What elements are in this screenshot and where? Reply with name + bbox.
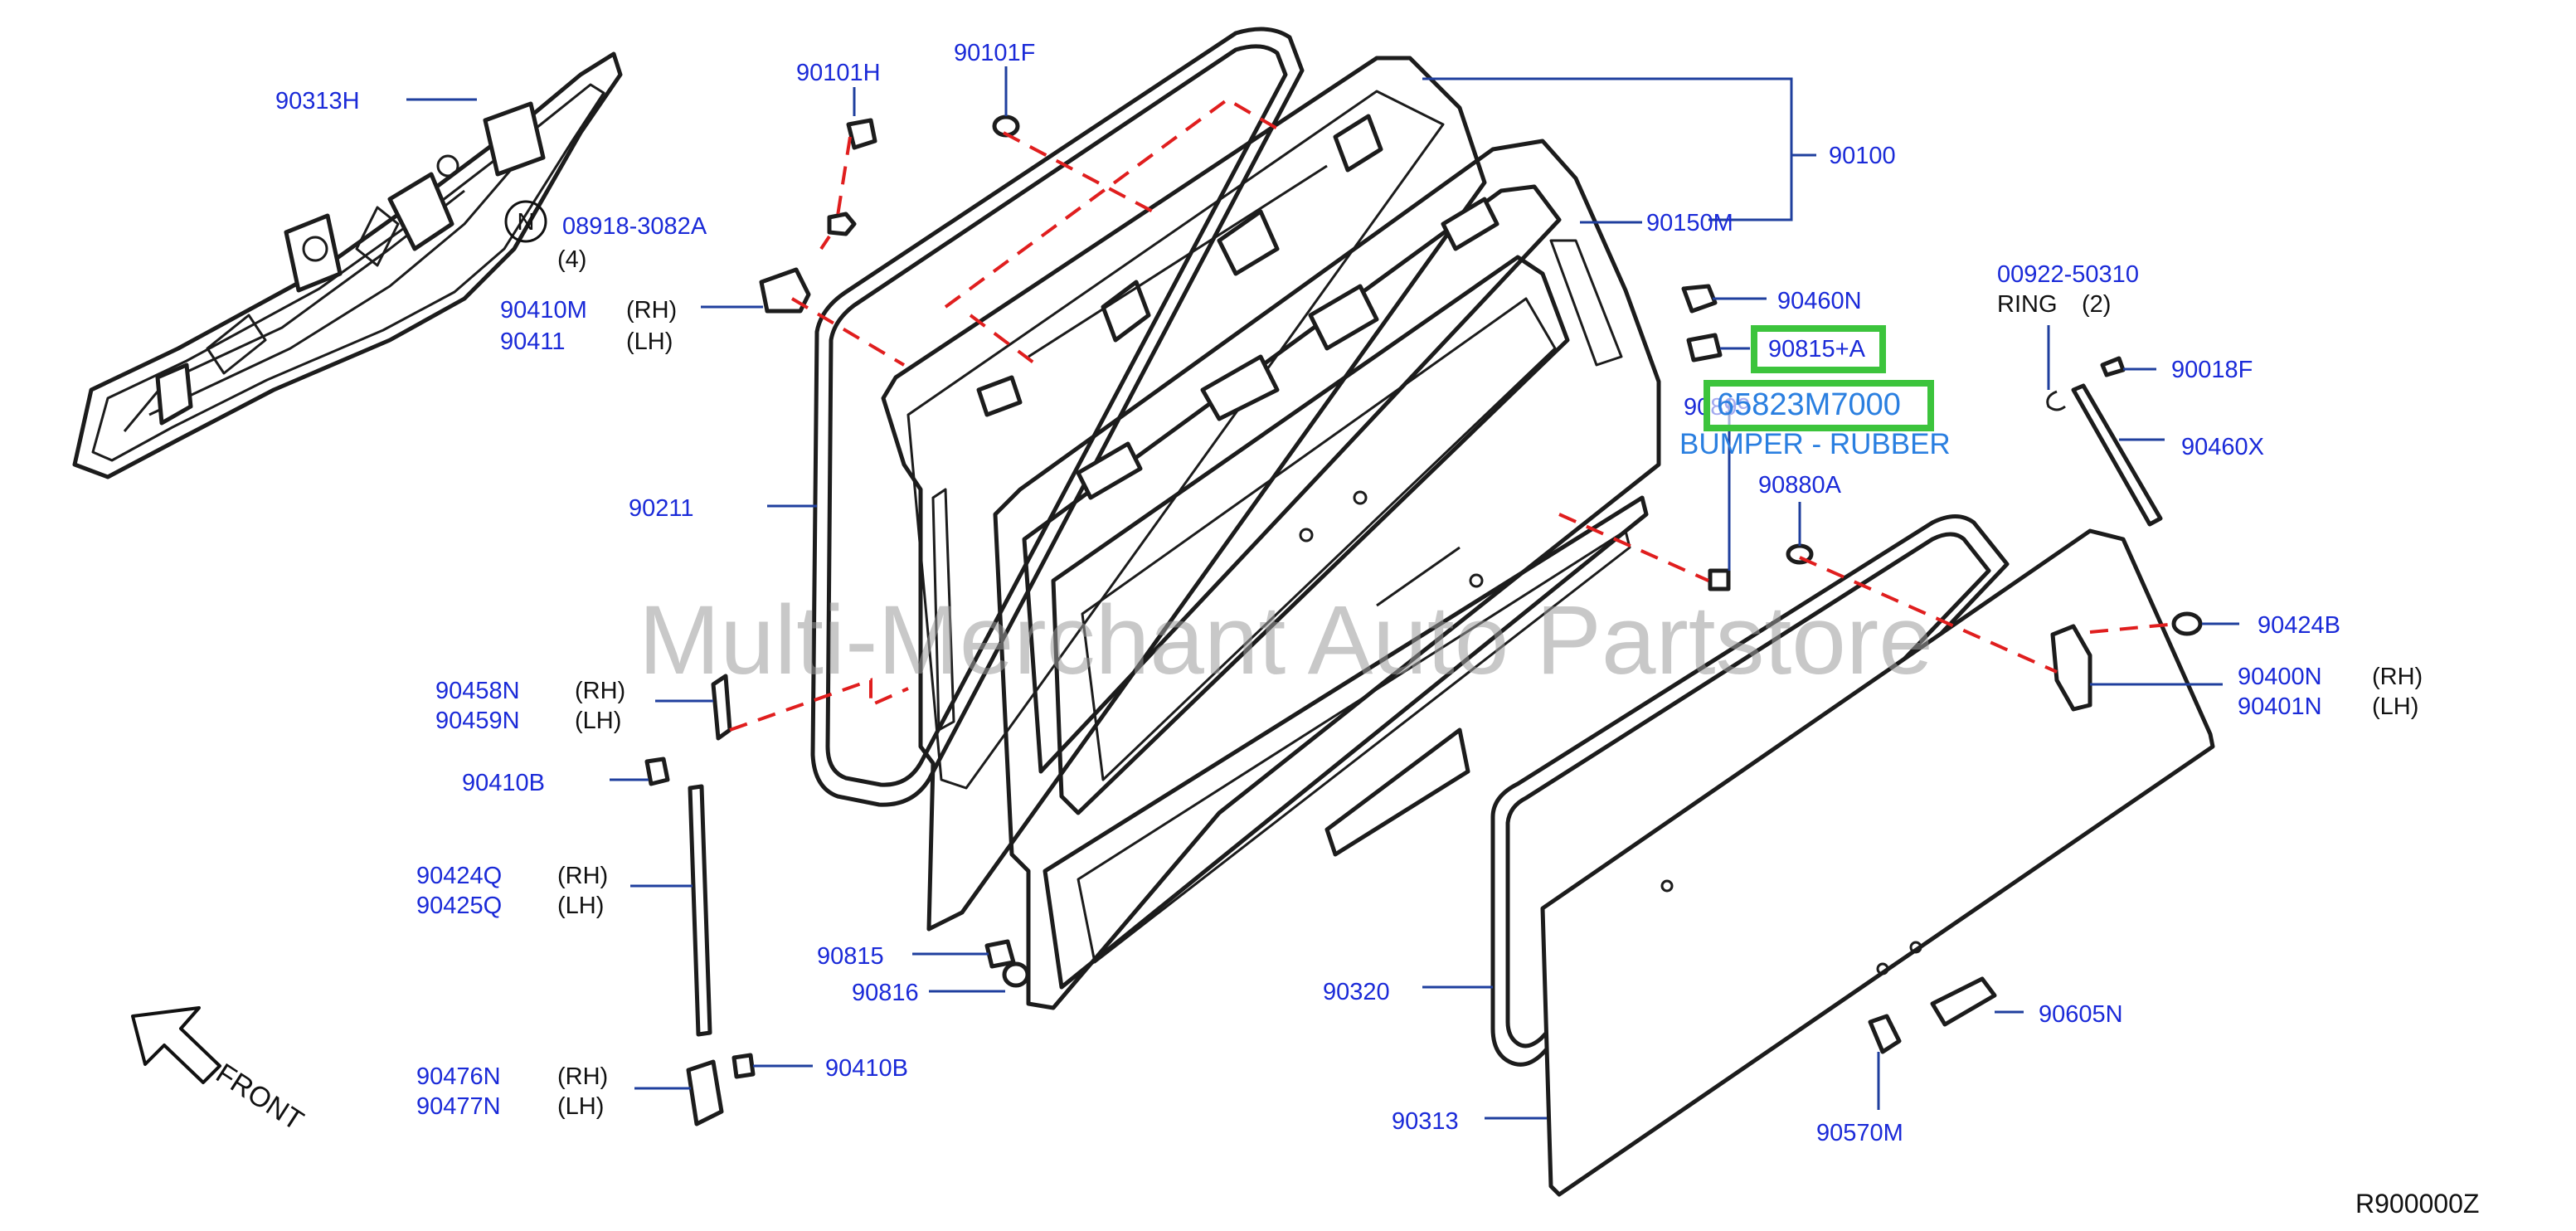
ball-stud-90018F (2100, 356, 2126, 377)
bracket-90476N (686, 1059, 724, 1126)
bolt-90410B-upper (644, 757, 670, 786)
ring-00922 (2046, 390, 2066, 411)
callout-90313: 90313 (1392, 1108, 1459, 1135)
stay-90424Q (688, 784, 712, 1037)
front-direction-indicator: FRONT (131, 1006, 309, 1137)
callout-labels: 90313H 90101H 90101F 90100 08918-3082A (… (275, 40, 2479, 1219)
highlight-box-65823M7000 (1704, 380, 1934, 431)
callout-90476N: 90476N (416, 1063, 501, 1090)
callout-90410M: 90410M (500, 297, 587, 324)
front-label: FRONT (211, 1058, 309, 1137)
bumper-90815 (984, 939, 1016, 969)
callout-90410M-side: (RH) (626, 297, 677, 324)
callout-90400N: 90400N (2238, 664, 2322, 690)
callout-90401N-side: (LH) (2372, 693, 2418, 720)
callout-90458N-side: (RH) (575, 678, 625, 704)
callout-90211: 90211 (629, 495, 694, 522)
callout-90460N: 90460N (1777, 288, 1862, 314)
callout-90101H: 90101H (796, 60, 881, 86)
bolt-90410B-lower (731, 1053, 756, 1079)
pad-90899 (1708, 568, 1731, 591)
bumper-note: BUMPER - RUBBER (1679, 428, 1951, 460)
clip-90460N (1681, 284, 1718, 314)
callout-90320: 90320 (1323, 979, 1390, 1005)
weatherstrip-90211 (810, 27, 1305, 807)
nut-90424B (2171, 611, 2203, 636)
watermark: Multi-Merchant Auto Partstore (639, 586, 1933, 695)
front-arrow-icon (131, 1006, 221, 1084)
callout-90425Q: 90425Q (416, 893, 502, 919)
callout-90458N: 90458N (435, 678, 520, 704)
callout-90425Q-side: (LH) (557, 893, 604, 919)
callout-90815: 90815 (817, 943, 884, 970)
nut-08918 (827, 212, 857, 236)
callout-65823M7000: 65823M7000 (1717, 387, 1901, 422)
bumper-90101H (846, 118, 877, 150)
callout-08918-3082A: 08918-3082A (562, 213, 707, 240)
callout-90816: 90816 (852, 980, 919, 1006)
callout-90815A: 90815+A (1768, 336, 1866, 362)
callout-90460X: 90460X (2181, 434, 2264, 460)
callout-90424Q-side: (RH) (557, 863, 608, 889)
callout-90410B-upper: 90410B (462, 770, 545, 796)
callout-90570M: 90570M (1816, 1120, 1903, 1146)
finisher-panel-90313H (72, 51, 623, 479)
callout-ring-label: RING (1997, 291, 2058, 318)
callout-90410B-lower: 90410B (825, 1055, 908, 1082)
callout-90424Q: 90424Q (416, 863, 502, 889)
stay-90460X (2071, 383, 2163, 527)
callout-90150M: 90150M (1646, 210, 1733, 236)
dashed-assembly-lines (729, 97, 2178, 732)
callout-90411: 90411 (500, 328, 566, 355)
callout-90424B: 90424B (2258, 612, 2340, 639)
callout-ring-qty: (2) (2082, 291, 2111, 318)
callout-90459N-side: (LH) (575, 708, 621, 734)
nut-symbol: N (504, 200, 547, 243)
callout-00922-50310: 00922-50310 (1997, 261, 2139, 288)
handle-90605N (1930, 976, 1997, 1027)
nut-symbol-letter: N (518, 209, 535, 236)
highlight-box-90815A (1751, 325, 1886, 373)
glass-weatherstrip-90320 (1490, 514, 2010, 1067)
leader-lines (406, 66, 2239, 1120)
callout-90605N: 90605N (2039, 1001, 2123, 1028)
callout-90400N-side: (RH) (2372, 664, 2423, 690)
callout-90411-side: (LH) (626, 328, 673, 355)
cap-90816 (1002, 961, 1030, 988)
callout-90476N-side: (RH) (557, 1063, 608, 1090)
callout-90100: 90100 (1829, 143, 1896, 169)
callout-90880A: 90880A (1758, 472, 1842, 499)
back-door-panel-90150M (993, 139, 1661, 1010)
back-door-glass-90313 (1540, 528, 2215, 1197)
back-door-inner-panel-90100 (881, 56, 1487, 932)
callout-90477N-side: (LH) (557, 1093, 604, 1120)
callout-90313H: 90313H (275, 88, 360, 114)
bumper-90815A (1686, 333, 1723, 362)
hinge-90570M (1868, 1014, 1902, 1054)
callout-90401N: 90401N (2238, 693, 2322, 720)
callout-08918-qty: (4) (557, 246, 586, 273)
callout-90018F: 90018F (2171, 357, 2253, 383)
callout-90459N: 90459N (435, 708, 520, 734)
callout-90101F: 90101F (954, 40, 1035, 66)
reference-code: R900000Z (2355, 1189, 2479, 1219)
hinge-90400N (2050, 624, 2092, 712)
callout-90477N: 90477N (416, 1093, 501, 1120)
